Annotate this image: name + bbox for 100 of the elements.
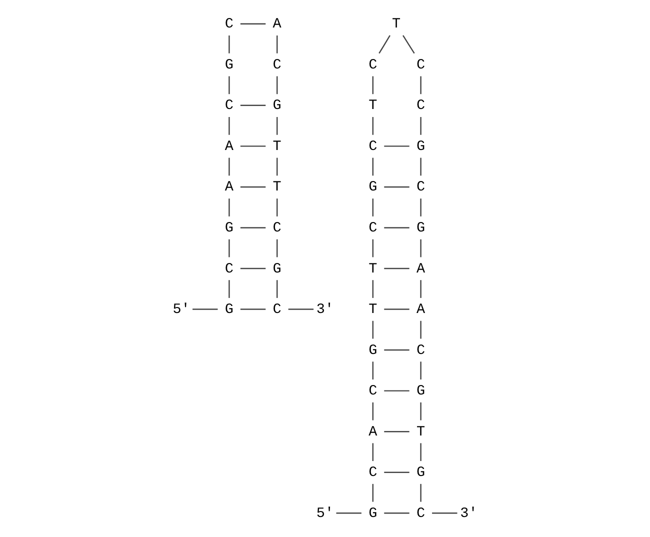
node-text: A [272,16,282,33]
connector [372,239,374,258]
connector [276,117,278,135]
connector [372,443,374,462]
node-text: C [272,302,282,318]
node-text: C [224,98,234,114]
node-text: C [224,261,234,278]
connector [372,198,374,216]
connector [336,512,362,514]
node-text: 5' [316,506,334,522]
node-text: C [368,220,378,236]
node-text: C [368,465,378,482]
connector [192,308,218,310]
connector [420,320,422,339]
connector [420,443,422,462]
node-text: T [272,180,282,196]
node-text: G [272,98,282,114]
connector [228,76,230,94]
connector [402,35,415,54]
node-text: G [368,342,378,359]
connector [420,362,422,380]
node-text: A [416,261,426,278]
connector [420,280,422,298]
node-text: C [416,506,426,522]
connector [378,35,390,54]
connector [240,268,266,270]
connector [240,308,266,310]
node-text: T [368,302,378,318]
connector [384,308,410,310]
connector [420,158,422,176]
node-text: C [272,57,282,74]
connector [228,198,230,216]
connector [240,227,266,228]
connector [276,35,278,54]
connector [240,104,266,106]
node-text: C [416,57,426,74]
connector [240,23,266,24]
connector [384,390,410,392]
connector [420,402,422,420]
node-text: T [368,261,378,278]
connector [372,402,374,420]
node-text: C [368,384,378,400]
connector [384,186,410,188]
node-text: C [368,57,378,74]
connector [228,117,230,135]
node-text: G [416,384,426,400]
node-text: C [368,138,378,155]
node-text: G [416,220,426,236]
connector [372,280,374,298]
node-text: T [392,16,401,33]
connector [228,158,230,176]
connector [384,349,410,351]
connector [276,280,278,298]
connector [432,512,458,514]
connector [384,227,410,228]
node-text: A [416,302,426,318]
node-text: G [368,506,378,522]
node-text: A [224,180,234,196]
node-text: G [224,302,234,318]
node-text: 5' [172,302,190,318]
node-text: G [368,180,378,196]
connector [372,320,374,339]
connector [276,158,278,176]
connector [420,76,422,94]
connector [420,484,422,502]
connector [420,198,422,216]
connector [240,146,266,147]
connector [384,268,410,270]
connector [384,472,410,473]
connector [276,198,278,216]
node-text: 3' [460,506,478,522]
node-text: G [224,220,234,236]
connector [420,117,422,135]
connector [276,76,278,94]
node-text: G [272,261,282,278]
connector [420,239,422,258]
node-text: A [368,424,378,440]
node-text: C [416,98,426,114]
node-text: C [416,180,426,196]
connector [288,308,314,310]
connector [228,35,230,54]
connector [384,146,410,147]
node-text: T [272,138,282,155]
connector [372,117,374,135]
connector [228,239,230,258]
node-text: G [416,138,426,155]
node-text: A [224,138,234,155]
connector [276,239,278,258]
node-text: G [416,465,426,482]
node-text: C [272,220,282,236]
connector [384,512,410,514]
connector [372,158,374,176]
node-text: 3' [316,302,334,318]
node-text: T [368,98,378,114]
connector [372,76,374,94]
node-text: C [224,16,234,33]
connector [228,280,230,298]
node-text: C [416,342,426,359]
connector [372,484,374,502]
connector [240,186,266,188]
